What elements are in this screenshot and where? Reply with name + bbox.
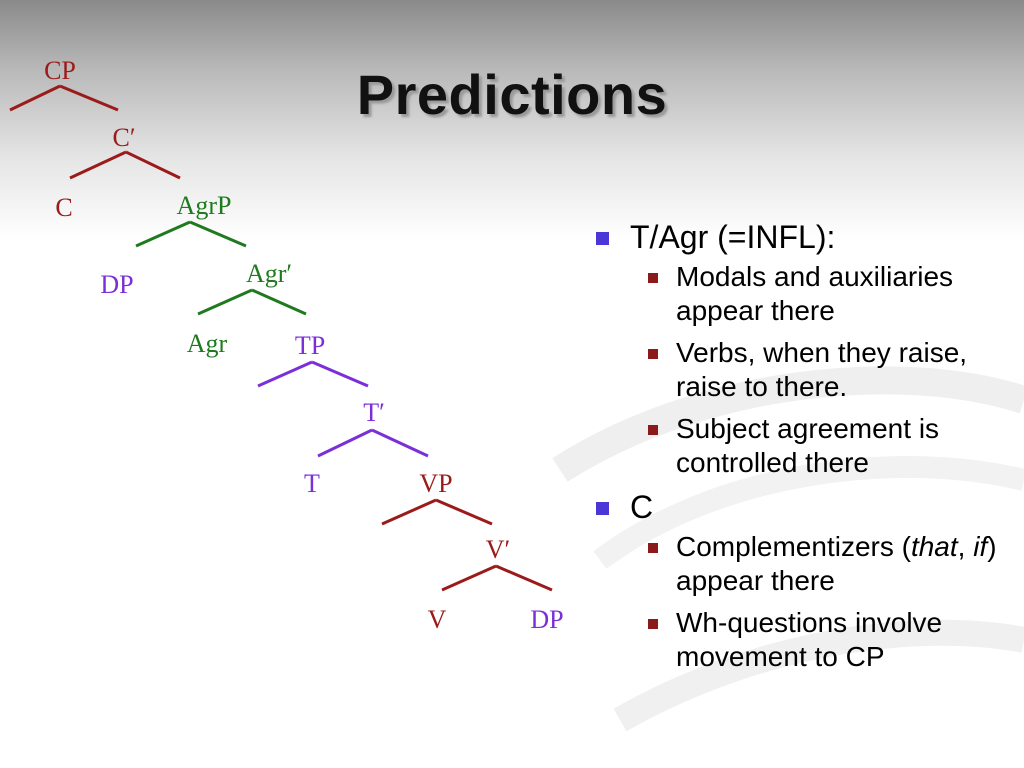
complementizers-mid: ,	[957, 531, 974, 562]
sub-bullet: Subject agreement is controlled there	[590, 412, 1020, 480]
sub-bullet: Complementizers (that, if) appear there	[590, 530, 1020, 598]
agrp-branches	[135, 220, 307, 316]
square-bullet-icon	[648, 543, 658, 553]
node-agr-bar: Agr′	[246, 259, 292, 288]
bullet-list: T/Agr (=INFL): Modals and auxiliaries ap…	[590, 212, 1020, 682]
node-c-bar: C′	[112, 123, 135, 152]
sub-bullet-text: Wh-questions involve movement to CP	[676, 607, 943, 672]
example-if: if	[973, 531, 988, 562]
bullet-label: T/Agr (=INFL):	[630, 219, 836, 255]
tp-branches	[257, 360, 429, 458]
bullet-infl: T/Agr (=INFL):	[590, 218, 1020, 256]
bullet-c: C	[590, 488, 1020, 526]
node-dp-spec: DP	[100, 270, 133, 299]
sub-bullet-text: Modals and auxiliaries appear there	[676, 261, 954, 326]
square-bullet-icon	[596, 232, 609, 245]
sub-bullet-text: Subject agreement is controlled there	[676, 413, 940, 478]
node-t: T	[304, 469, 320, 498]
sub-bullet: Modals and auxiliaries appear there	[590, 260, 1020, 328]
vp-branches	[381, 498, 553, 592]
sub-bullet-text: Complementizers (that, if) appear there	[676, 531, 997, 596]
node-v: V	[428, 605, 447, 634]
complementizers-pre: Complementizers (	[676, 531, 911, 562]
node-vp: VP	[419, 469, 452, 498]
node-tp: TP	[295, 331, 325, 360]
cp-branches	[9, 84, 181, 180]
sub-bullet-text: Verbs, when they raise, raise to there.	[676, 337, 968, 402]
node-agrp: AgrP	[177, 191, 232, 220]
bullet-label: C	[630, 489, 654, 525]
example-that: that	[910, 531, 958, 562]
syntax-tree: CP C′ C AgrP DP Agr′ Agr TP T′ T VP V′ V…	[9, 56, 564, 634]
square-bullet-icon	[648, 273, 658, 283]
sub-bullet: Wh-questions involve movement to CP	[590, 606, 1020, 674]
square-bullet-icon	[648, 349, 658, 359]
node-c: C	[55, 193, 72, 222]
node-v-bar: V′	[486, 535, 510, 564]
node-t-bar: T′	[363, 398, 385, 427]
complementizers-post: ) appear there	[676, 531, 997, 596]
node-agr: Agr	[187, 329, 228, 358]
square-bullet-icon	[648, 619, 658, 629]
square-bullet-icon	[596, 502, 609, 515]
sub-bullet: Verbs, when they raise, raise to there.	[590, 336, 1020, 404]
slide-title: Predictions	[356, 63, 668, 126]
node-dp-obj: DP	[530, 605, 563, 634]
square-bullet-icon	[648, 425, 658, 435]
node-cp: CP	[44, 56, 76, 85]
